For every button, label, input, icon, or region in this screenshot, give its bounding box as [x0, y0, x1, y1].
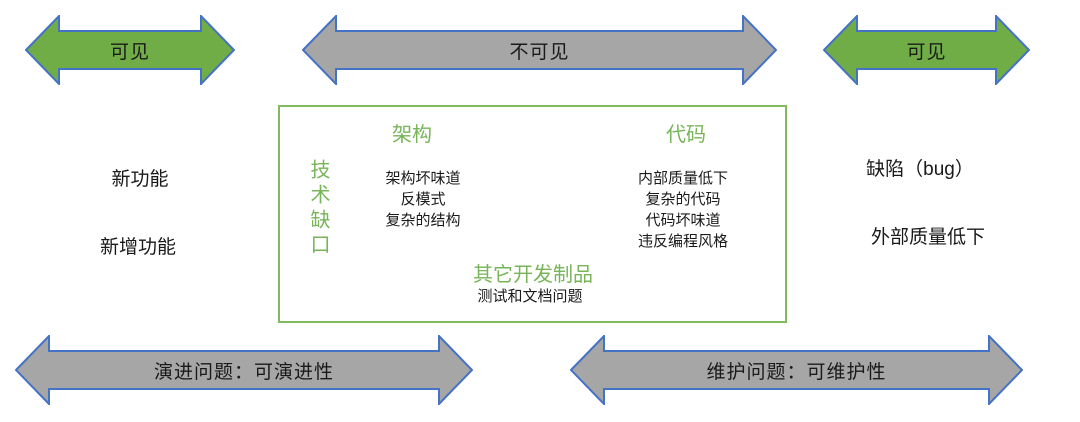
- label-defect-bug: 缺陷（bug）: [866, 159, 974, 180]
- arrow-visible-left-label: 可见: [109, 41, 150, 63]
- architecture-column-items: 架构坏味道 反模式 复杂的结构: [385, 168, 460, 231]
- technical-debt-panel: 技术缺口 架构 架构坏味道 反模式 复杂的结构 代码 内部质量低下 复杂的代码 …: [278, 105, 787, 323]
- arrow-invisible-center-label: 不可见: [509, 41, 570, 63]
- double-arrow-icon: [25, 15, 235, 85]
- arrow-maintenance-label: 维护问题：可维护性: [706, 361, 887, 383]
- tech-gap-vertical-title: 技术缺口: [307, 159, 329, 259]
- arrow-evolution-label: 演进问题：可演进性: [153, 361, 334, 383]
- double-arrow-icon: [302, 15, 777, 85]
- double-arrow-icon: [823, 15, 1030, 85]
- code-item: 内部质量低下: [637, 170, 729, 187]
- arrow-maintenance: 维护问题：可维护性: [570, 335, 1023, 405]
- other-artifacts-items: 测试和文档问题: [477, 286, 582, 307]
- double-arrow-icon: [570, 335, 1023, 405]
- arrow-visible-left: 可见: [25, 15, 235, 85]
- label-new-feature: 新功能: [111, 169, 169, 190]
- arrow-invisible-center: 不可见: [302, 15, 777, 85]
- code-item: 违反编程风格: [637, 233, 729, 250]
- label-low-external-quality: 外部质量低下: [870, 227, 986, 248]
- architecture-item: 复杂的结构: [385, 212, 461, 229]
- arrow-visible-right-label: 可见: [906, 41, 947, 63]
- arrow-evolution: 演进问题：可演进性: [15, 335, 473, 405]
- label-added-feature: 新增功能: [99, 237, 177, 258]
- code-item: 复杂的代码: [645, 191, 721, 208]
- architecture-item: 反模式: [400, 191, 446, 208]
- code-column-title: 代码: [666, 124, 706, 146]
- code-column-items: 内部质量低下 复杂的代码 代码坏味道 违反编程风格: [638, 168, 728, 252]
- double-arrow-icon: [15, 335, 473, 405]
- arrow-visible-right: 可见: [823, 15, 1030, 85]
- architecture-column-title: 架构: [392, 124, 432, 146]
- architecture-item: 架构坏味道: [385, 170, 461, 187]
- code-item: 代码坏味道: [645, 212, 721, 229]
- other-artifacts-title: 其它开发制品: [473, 264, 593, 286]
- other-artifacts-item: 测试和文档问题: [477, 288, 583, 305]
